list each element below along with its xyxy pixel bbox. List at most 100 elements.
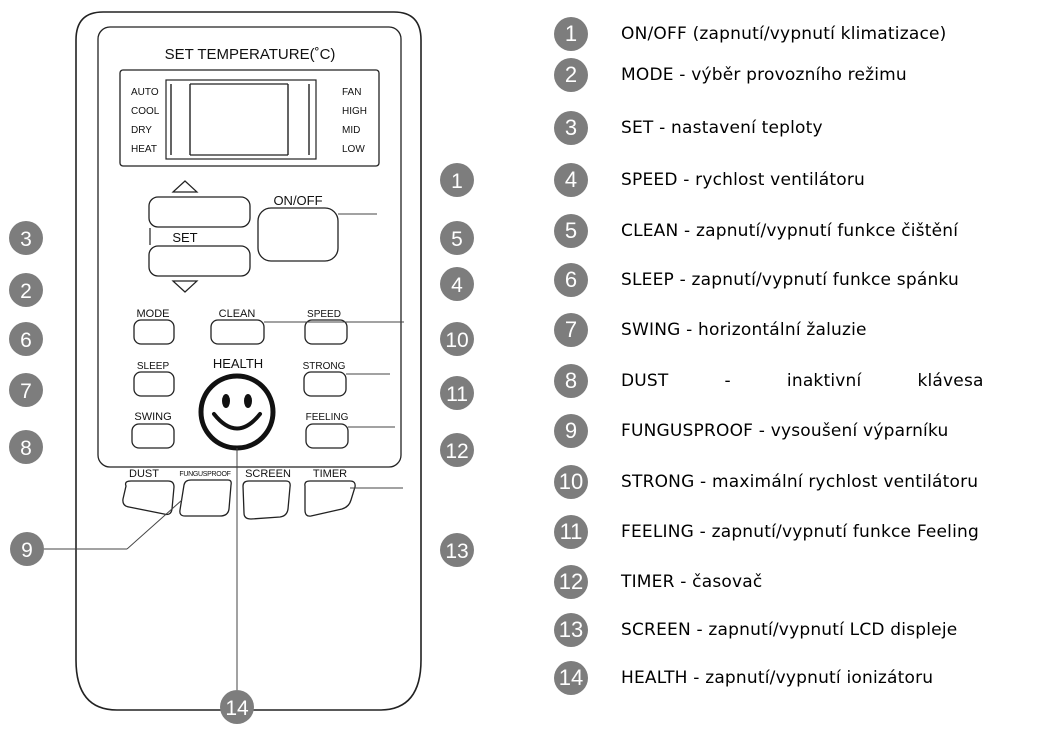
mode-label-dry: DRY	[131, 125, 152, 136]
smiley-eye	[244, 394, 252, 408]
callout-8: 8	[9, 430, 43, 464]
strong-label: STRONG	[303, 361, 346, 372]
legend-text: CLEAN - zapnutí/vypnutí funkce čištění	[621, 221, 959, 241]
set-label: SET	[172, 230, 197, 245]
legend-item-7: 7 SWING - horizontální žaluzie	[554, 313, 866, 347]
callout-10: 10	[440, 322, 474, 356]
callout-4: 4	[440, 267, 474, 301]
clean-label: CLEAN	[219, 308, 256, 320]
remote-body	[75, 11, 422, 711]
callout-5: 5	[440, 221, 474, 255]
clean-button[interactable]	[210, 319, 265, 345]
lcd-display	[119, 69, 380, 167]
fungusproof-label: FUNGUSPROOF	[179, 471, 230, 478]
mode-label-heat: HEAT	[131, 144, 157, 155]
svg-text:9: 9	[21, 539, 33, 562]
health-button[interactable]	[198, 373, 276, 451]
speed-label: SPEED	[307, 309, 341, 320]
legend-text: HEALTH - zapnutí/vypnutí ionizátoru	[621, 668, 934, 688]
legend-number-badge: 3	[554, 111, 588, 145]
svg-text:5: 5	[451, 228, 463, 251]
legend-item-8: 8 DUST - inaktivní klávesa	[554, 364, 983, 398]
fan-label: FAN	[342, 87, 361, 98]
remote-diagram: SET TEMPERATURE(˚C) AUTO COOL DRY HEAT F…	[9, 11, 474, 724]
legend-text: DUST - inaktivní klávesa	[621, 371, 984, 391]
legend-item-5: 5 CLEAN - zapnutí/vypnutí funkce čištění	[554, 214, 958, 248]
svg-text:8: 8	[20, 437, 32, 460]
legend-number-badge: 9	[554, 414, 588, 448]
legend-number-badge: 14	[554, 661, 588, 695]
legend-text: FEELING - zapnutí/vypnutí funkce Feeling	[621, 522, 979, 542]
svg-text:3: 3	[20, 228, 32, 251]
legend-number-badge: 7	[554, 313, 588, 347]
legend-item-11: 11 FEELING - zapnutí/vypnutí funkce Feel…	[554, 515, 979, 549]
temp-up-button[interactable]	[148, 196, 251, 228]
on-off-button[interactable]	[257, 207, 339, 262]
legend-number-badge: 11	[554, 515, 588, 549]
smiley-eye	[222, 394, 230, 408]
timer-button[interactable]	[304, 480, 356, 517]
legend-text: ON/OFF (zapnutí/vypnutí klimatizace)	[621, 24, 947, 44]
screen-label: SCREEN	[245, 468, 291, 480]
svg-text:13: 13	[445, 540, 468, 563]
svg-text:6: 6	[20, 329, 32, 352]
legend-item-2: 2 MODE - výběr provozního režimu	[554, 58, 907, 92]
legend-item-13: 13 SCREEN - zapnutí/vypnutí LCD displeje	[554, 613, 957, 647]
top-panel	[97, 26, 402, 468]
feeling-button[interactable]	[305, 423, 349, 449]
strong-button[interactable]	[303, 371, 347, 397]
legend-number-badge: 8	[554, 364, 588, 398]
feeling-label: FEELING	[306, 412, 349, 423]
callout-2: 2	[9, 273, 43, 307]
legend-item-9: 9 FUNGUSPROOF - vysoušení výparníku	[554, 414, 948, 448]
fan-label-low: LOW	[342, 144, 365, 155]
svg-text:12: 12	[445, 440, 468, 463]
mode-label-auto: AUTO	[131, 87, 159, 98]
legend-item-10: 10 STRONG - maximální rychlost ventiláto…	[554, 465, 978, 499]
on-off-label: ON/OFF	[273, 193, 322, 208]
legend-number-badge: 12	[554, 565, 588, 599]
arrow-up-icon[interactable]	[171, 180, 199, 193]
mode-label-cool: COOL	[131, 106, 160, 117]
callout-12: 12	[440, 433, 474, 467]
legend-item-1: 1 ON/OFF (zapnutí/vypnutí klimatizace)	[554, 17, 946, 51]
callout-6: 6	[9, 322, 43, 356]
legend-text: SPEED - rychlost ventilátoru	[621, 170, 866, 190]
svg-text:7: 7	[20, 380, 32, 403]
callout-1: 1	[440, 163, 474, 197]
health-label: HEALTH	[213, 356, 263, 371]
svg-text:11: 11	[446, 383, 468, 406]
svg-text:14: 14	[225, 697, 249, 720]
display-title: SET TEMPERATURE(˚C)	[165, 46, 336, 63]
legend-number-badge: 10	[554, 465, 588, 499]
legend-number-badge: 5	[554, 214, 588, 248]
legend-number-badge: 6	[554, 263, 588, 297]
sleep-button[interactable]	[133, 371, 175, 397]
legend-text: TIMER - časovač	[621, 572, 763, 592]
svg-text:2: 2	[20, 280, 32, 303]
mode-label: MODE	[137, 308, 170, 320]
legend-text: FUNGUSPROOF - vysoušení výparníku	[621, 421, 949, 441]
arrow-down-icon[interactable]	[171, 280, 199, 293]
fan-label-mid: MID	[342, 125, 360, 136]
dust-label: DUST	[129, 468, 159, 480]
mode-button[interactable]	[133, 319, 175, 345]
legend-number-badge: 4	[554, 163, 588, 197]
legend-text: MODE - výběr provozního režimu	[621, 65, 907, 85]
svg-text:10: 10	[445, 329, 468, 352]
speed-button[interactable]	[304, 319, 348, 345]
timer-label: TIMER	[313, 468, 347, 480]
swing-button[interactable]	[131, 423, 175, 449]
lcd-center-frame	[165, 79, 317, 160]
legend-item-4: 4 SPEED - rychlost ventilátoru	[554, 163, 865, 197]
callout-11: 11	[440, 376, 474, 410]
legend-text: SCREEN - zapnutí/vypnutí LCD displeje	[621, 620, 958, 640]
fungusproof-button[interactable]	[179, 479, 232, 517]
legend-number-badge: 13	[554, 613, 588, 647]
callout-13: 13	[440, 533, 474, 567]
legend-text: STRONG - maximální rychlost ventilátoru	[621, 472, 979, 492]
screen-button[interactable]	[242, 480, 291, 520]
callout-9: 9	[10, 532, 44, 566]
legend-item-3: 3 SET - nastavení teploty	[554, 111, 823, 145]
temp-down-button[interactable]	[148, 245, 251, 277]
